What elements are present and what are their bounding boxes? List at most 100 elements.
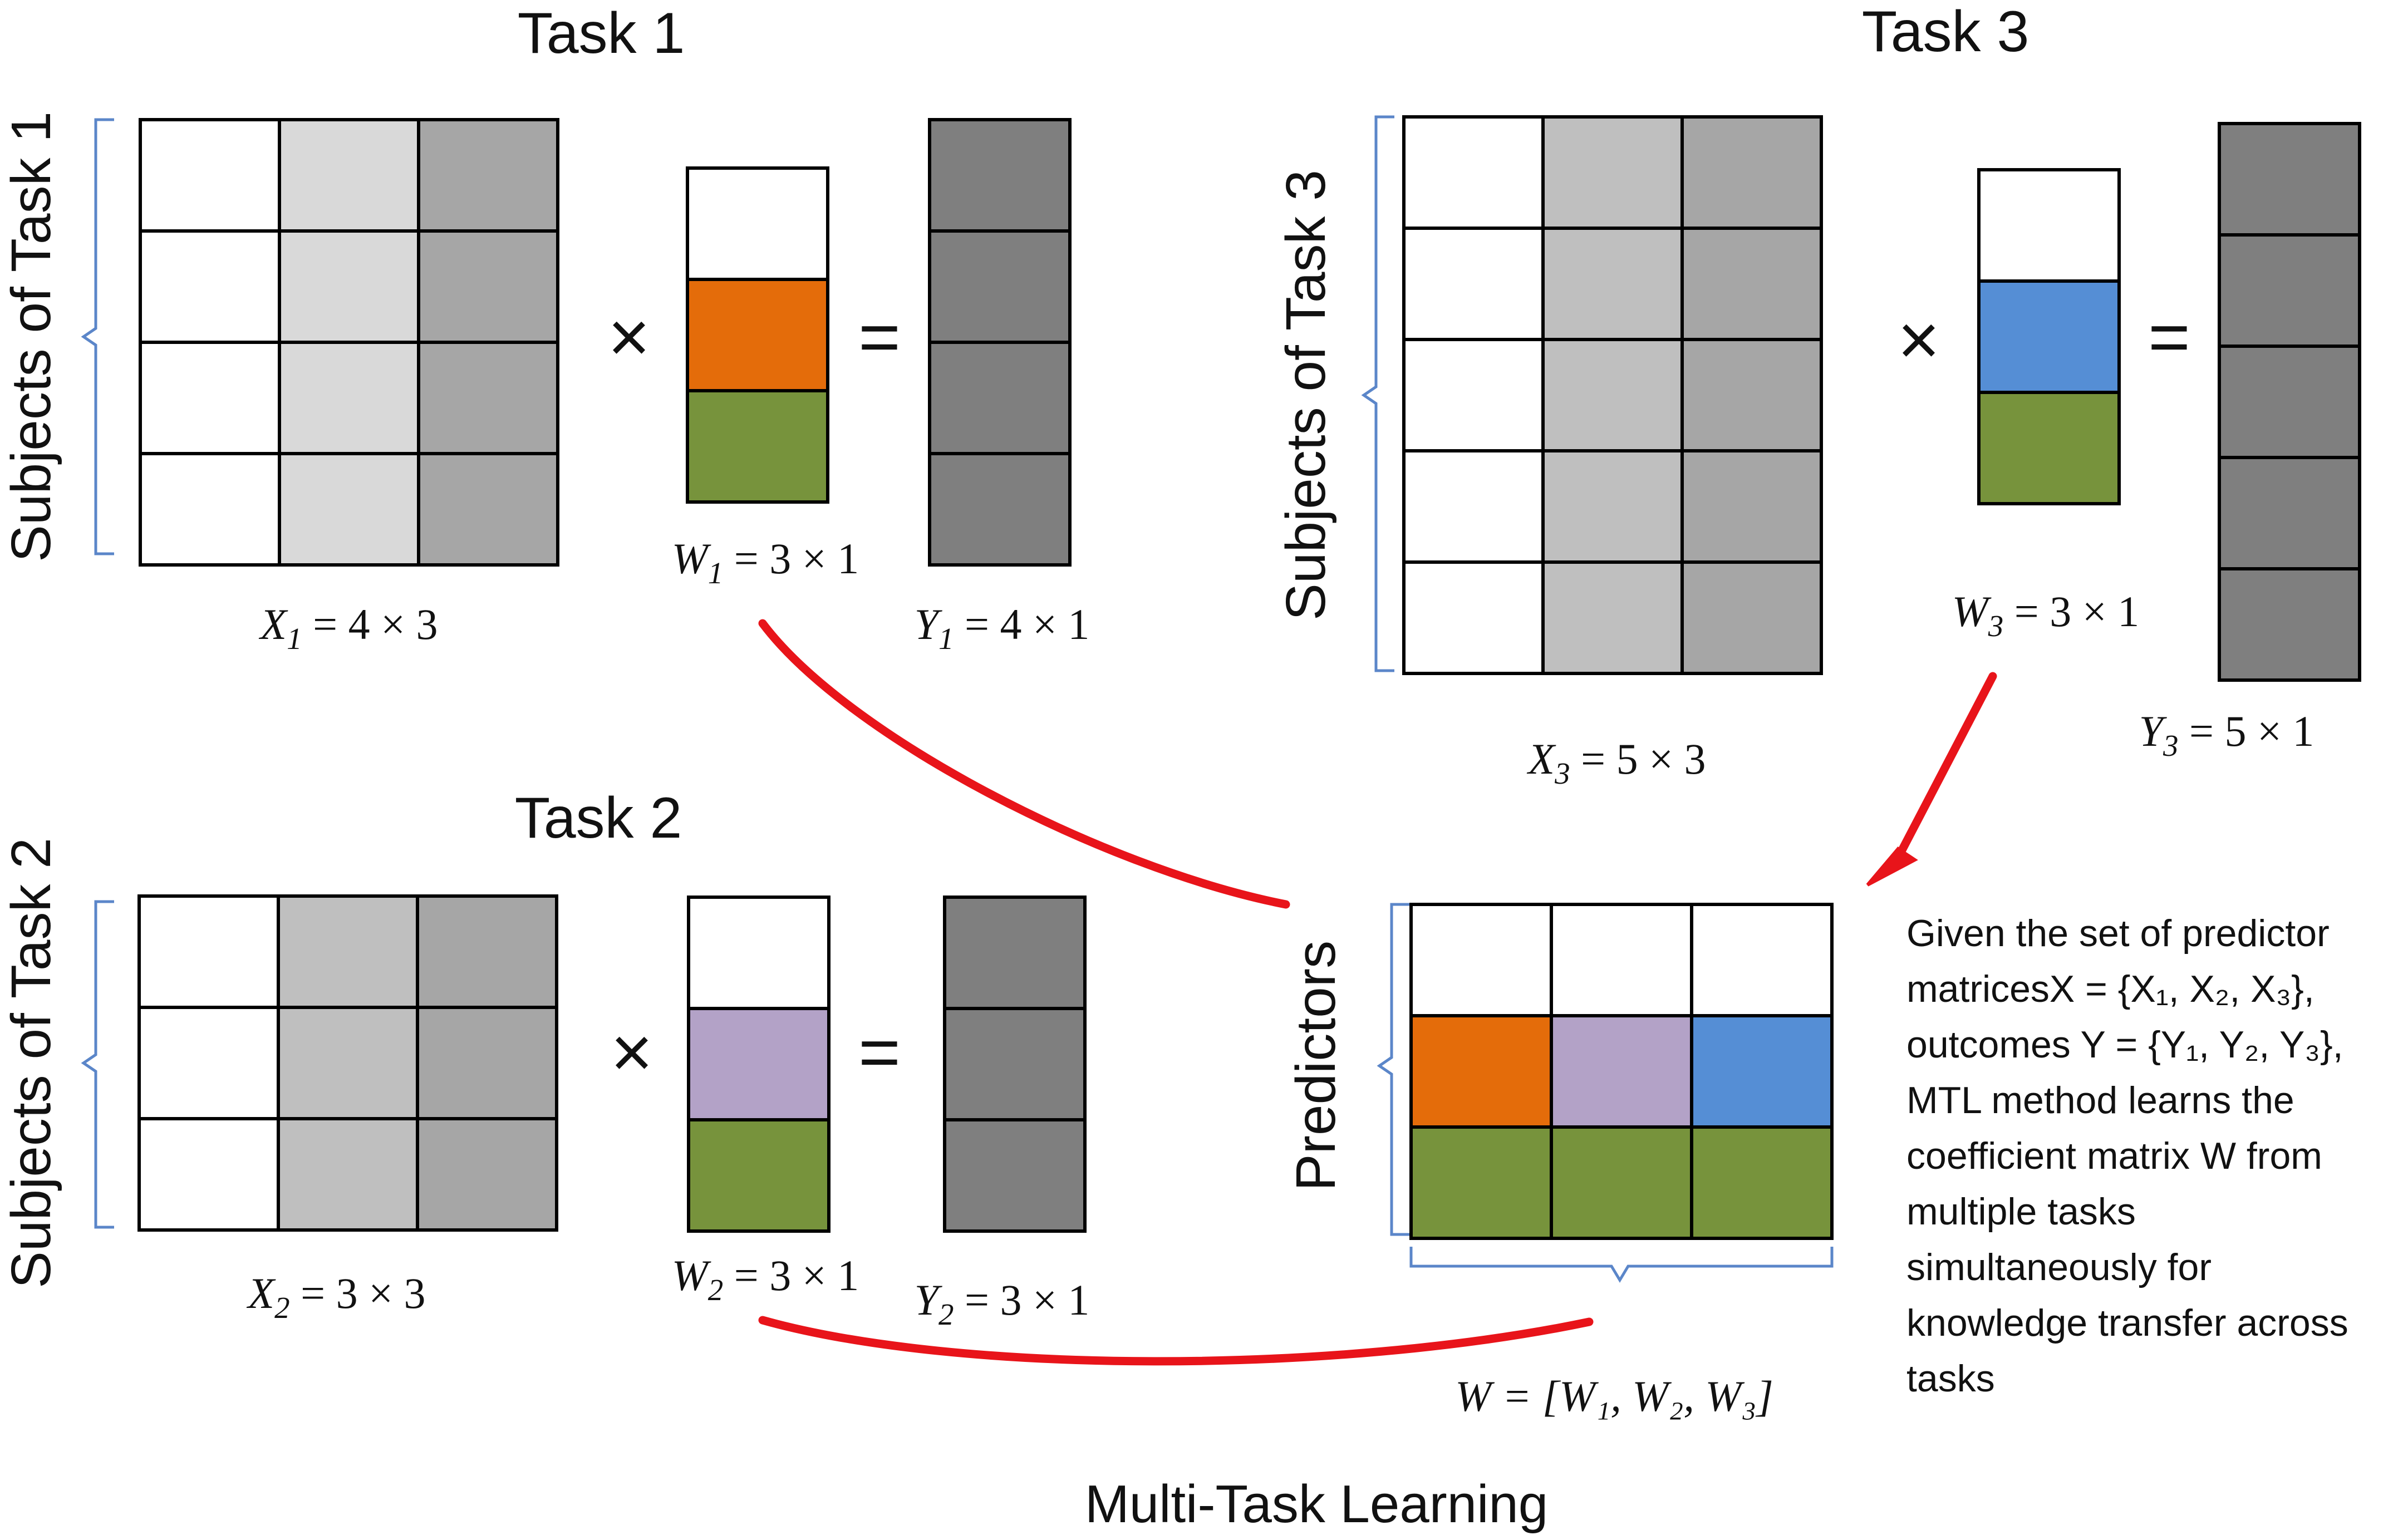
task3-x-matrix xyxy=(1402,115,1823,675)
task3-w-cell xyxy=(1977,391,2121,505)
task1-y-cell xyxy=(928,118,1072,233)
task3-x-cell xyxy=(1680,338,1823,452)
task2-w-cell xyxy=(687,896,831,1010)
task3-y-sub: 3 xyxy=(2163,729,2179,762)
footer-title: Multi-Task Learning xyxy=(1085,1474,1548,1534)
task1-x-cell xyxy=(139,229,281,344)
task3-x-sub: 3 xyxy=(1554,756,1570,790)
task1-x-cell xyxy=(139,118,281,233)
task1-x-matrix xyxy=(139,118,559,567)
task3-x-cell xyxy=(1541,449,1684,564)
task3-w-sub: 3 xyxy=(1988,609,2004,643)
task2-x-cell xyxy=(277,894,419,1009)
task2-x-matrix xyxy=(137,894,558,1232)
task1-w-rest: = 3 × 1 xyxy=(723,534,859,583)
task2-y-rest: = 3 × 1 xyxy=(954,1276,1089,1324)
description-line: Given the set of predictor xyxy=(1906,912,2330,954)
predictors-label: Predictors xyxy=(1285,941,1347,1191)
task2-y-sub: 2 xyxy=(938,1297,954,1331)
task2-x-sub: 2 xyxy=(274,1291,290,1325)
task2-y-var: Y xyxy=(915,1276,943,1324)
task2-y-cell xyxy=(943,1007,1087,1121)
task3-y-var: Y xyxy=(2139,707,2168,755)
task1-x-dimension: X1 = 4 × 3 xyxy=(258,600,438,656)
task1-w-cell xyxy=(686,389,829,504)
task2-x-rest: = 3 × 3 xyxy=(290,1269,426,1317)
combined-w-cell xyxy=(1550,1125,1693,1240)
combined-w-cell xyxy=(1690,903,1834,1017)
combined-w-cell xyxy=(1690,1014,1834,1129)
task1-y-sub: 1 xyxy=(938,622,954,656)
task3-y-cell xyxy=(2218,122,2361,237)
w1-transfer-arrow xyxy=(758,619,1290,909)
task1-subjects-label: Subjects of Task 1 xyxy=(0,111,62,562)
combined-w-cell xyxy=(1409,1125,1553,1240)
w2-transfer-arrow xyxy=(758,1316,1594,1366)
task3-w-cell xyxy=(1977,279,2121,394)
task2-x-cell xyxy=(416,1006,558,1120)
description-line: outcomes Y = {Y₁, Y₂, Y₃}, xyxy=(1906,1024,2343,1066)
task3-x-cell xyxy=(1541,560,1684,675)
task1-x-cell xyxy=(417,341,559,455)
task3-x-cell xyxy=(1402,227,1545,341)
combined-w-matrix xyxy=(1409,903,1834,1240)
description-line: multiple tasks xyxy=(1906,1190,2136,1233)
combined-w-cell xyxy=(1409,903,1553,1017)
task1-w-cell xyxy=(686,278,829,392)
combined-w-bottom-brace xyxy=(1409,1247,1834,1283)
task3-y-rest: = 5 × 1 xyxy=(2178,707,2314,755)
task1-y-dimension: Y1 = 4 × 1 xyxy=(915,600,1090,656)
task3-x-cell xyxy=(1541,227,1684,341)
task2-subjects-label: Subjects of Task 2 xyxy=(0,838,62,1288)
task3-y-cell xyxy=(2218,345,2361,459)
task3-y-vector xyxy=(2218,122,2361,682)
task2-x-cell xyxy=(416,1117,558,1232)
combined-w-label: W = [W₁, W₂, W₃] xyxy=(1455,1372,1773,1420)
task2-w-var: W xyxy=(672,1251,711,1300)
combined-w-cell xyxy=(1550,903,1693,1017)
task3-x-cell xyxy=(1680,560,1823,675)
task2-times-sign: × xyxy=(611,1011,653,1093)
task3-y-cell xyxy=(2218,567,2361,682)
task1-y-var: Y xyxy=(915,600,943,648)
task2-w-cell xyxy=(687,1118,831,1233)
task3-x-cell xyxy=(1680,115,1823,230)
task1-y-vector xyxy=(928,118,1072,567)
description-text: Given the set of predictor matricesX = {… xyxy=(1906,912,2348,1400)
task2-equals-sign: = xyxy=(858,1011,901,1093)
task3-x-dimension: X3 = 5 × 3 xyxy=(1526,735,1706,790)
task2-y-cell xyxy=(943,896,1087,1010)
task3-x-cell xyxy=(1541,115,1684,230)
task1-x-cell xyxy=(278,341,420,455)
task3-y-cell xyxy=(2218,456,2361,570)
task2-x-cell xyxy=(416,894,558,1009)
task2-y-dimension: Y2 = 3 × 1 xyxy=(915,1276,1090,1331)
task3-w-var: W xyxy=(1952,587,1992,636)
task1-y-cell xyxy=(928,341,1072,455)
task1-x-cell xyxy=(278,229,420,344)
combined-w-cell xyxy=(1550,1014,1693,1129)
task1-w-var: W xyxy=(672,534,711,583)
task3-w-vector xyxy=(1977,168,2121,505)
task1-title: Task 1 xyxy=(518,1,685,66)
task1-y-cell xyxy=(928,452,1072,567)
task3-x-cell xyxy=(1680,227,1823,341)
w3-arrowhead-icon xyxy=(1866,847,1918,887)
description-line: matricesX = {X₁, X₂, X₃}, xyxy=(1906,968,2314,1010)
task3-x-cell xyxy=(1680,449,1823,564)
task3-w-cell xyxy=(1977,168,2121,283)
predictors-brace xyxy=(1377,903,1411,1236)
combined-w-group: Predictors W = [W₁, W₂, W₃] xyxy=(1285,903,1834,1420)
task2-w-vector xyxy=(687,896,831,1233)
task1-w-vector xyxy=(686,166,829,504)
task3-group: Task 3 Subjects of Task 3 X3 = 5 × 3 × xyxy=(1275,0,2361,790)
task1-w-sub: 1 xyxy=(708,556,724,590)
task1-times-sign: × xyxy=(608,296,650,377)
description-line: tasks xyxy=(1906,1357,1995,1400)
arrows-group xyxy=(758,619,1997,1366)
task1-y-cell xyxy=(928,229,1072,344)
task1-w-cell xyxy=(686,166,829,281)
task3-times-sign: × xyxy=(1898,299,1940,380)
task2-w-sub: 2 xyxy=(708,1273,724,1307)
